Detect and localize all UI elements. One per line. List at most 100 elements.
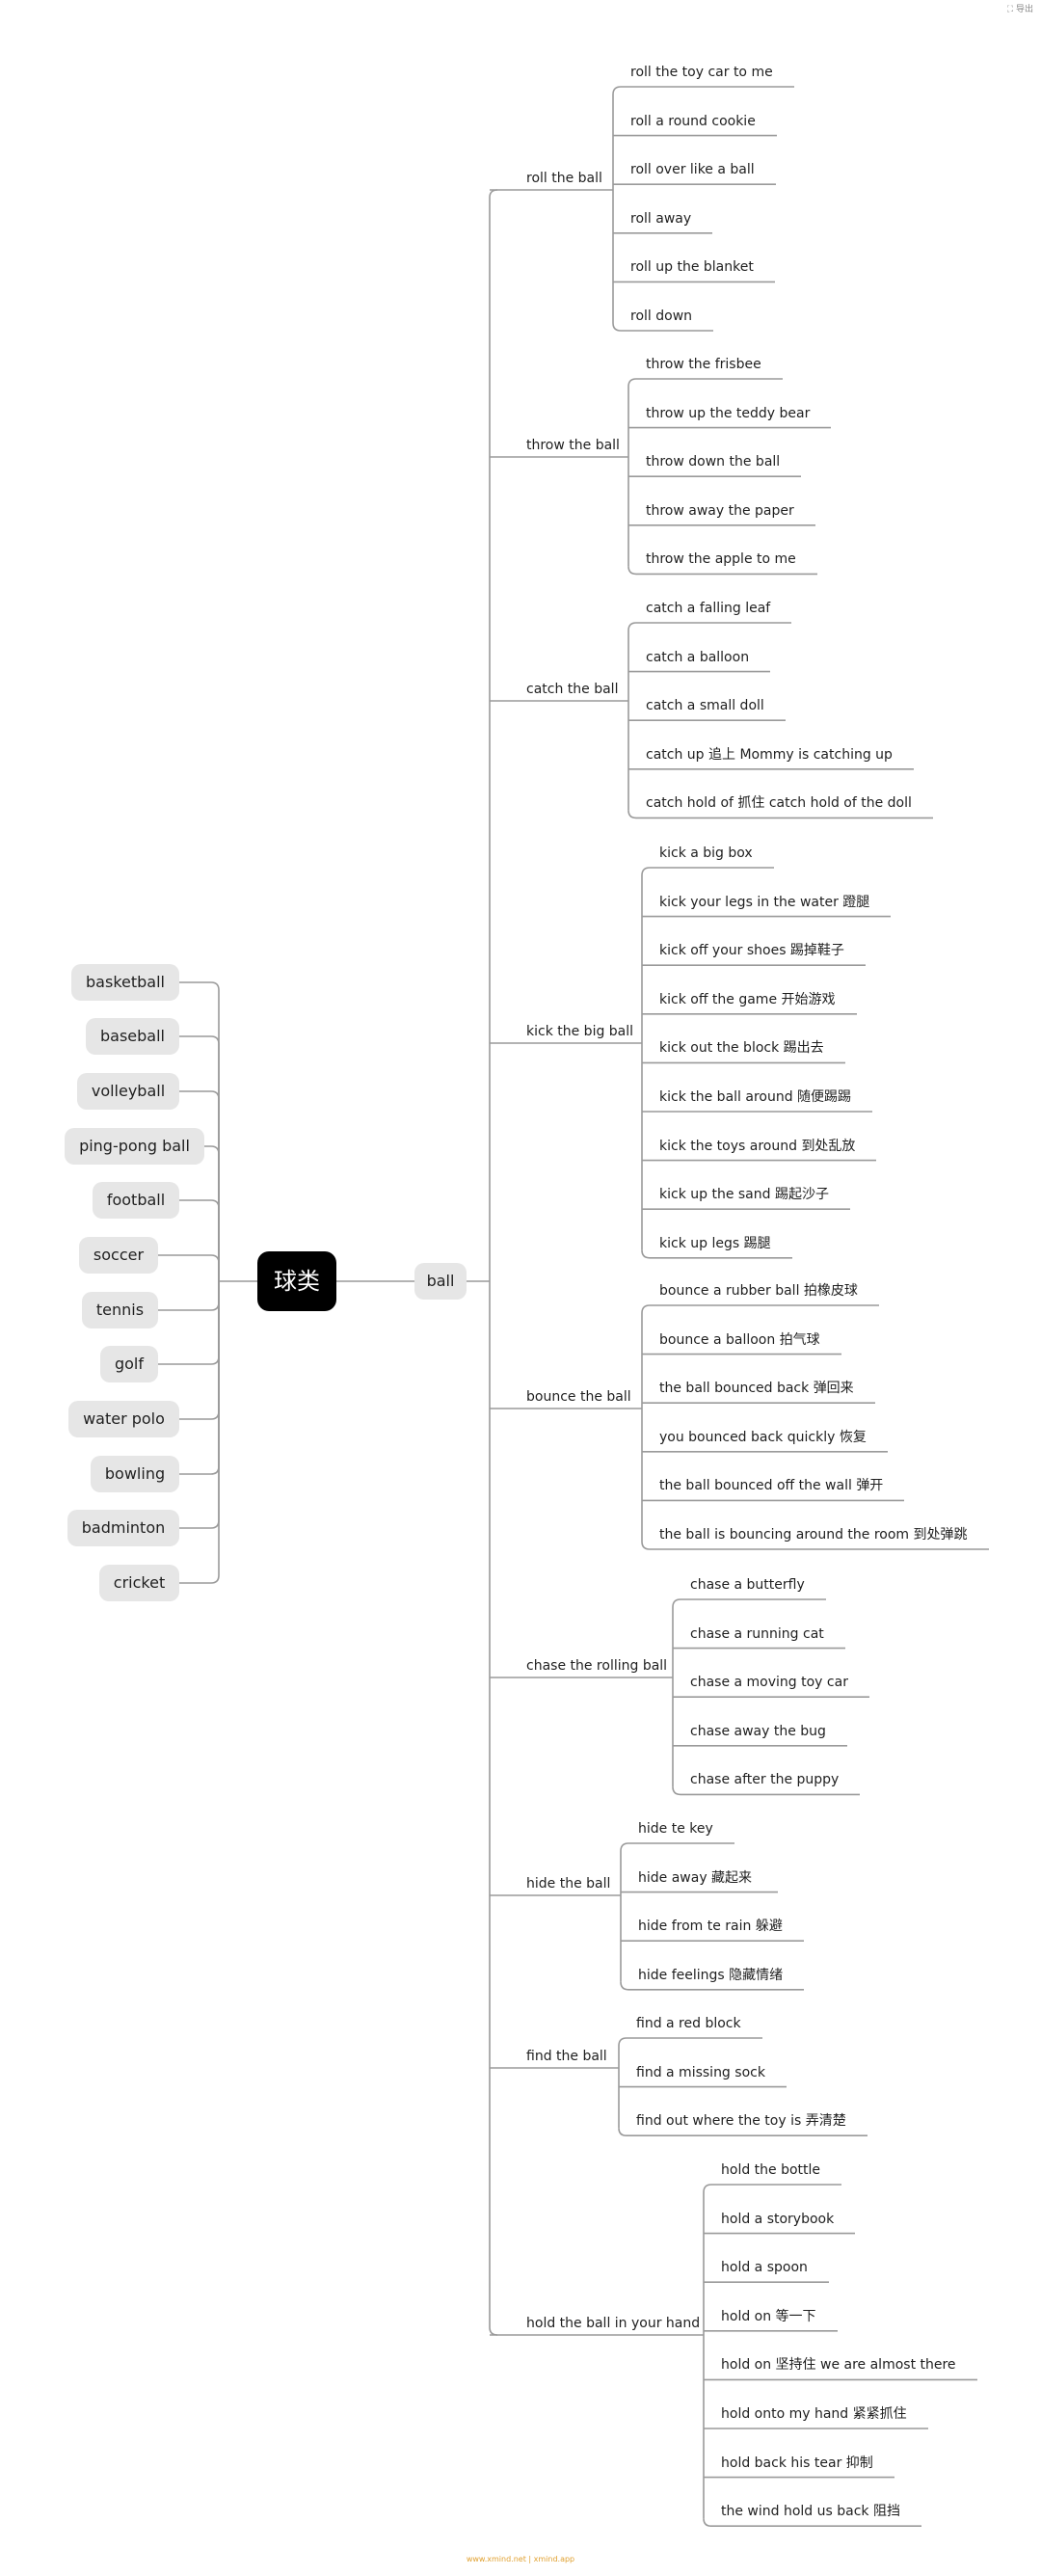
- leaf-label[interactable]: chase away the bug: [690, 1723, 826, 1739]
- branch-label[interactable]: roll the ball: [526, 171, 602, 186]
- leaf-label[interactable]: kick up legs 踢腿: [659, 1235, 771, 1251]
- left-item-link: [179, 1199, 220, 1281]
- leaf-label[interactable]: kick the toys around 到处乱放: [659, 1138, 856, 1154]
- leaf-label[interactable]: catch hold of 抓住 catch hold of the doll: [646, 795, 912, 812]
- leaf-label[interactable]: chase a butterfly: [690, 1577, 805, 1593]
- leaf-label[interactable]: roll away: [630, 210, 692, 227]
- left-item-link: [204, 1145, 220, 1281]
- left-item-pill[interactable]: ping-pong ball: [65, 1128, 204, 1165]
- left-item-pill[interactable]: baseball: [86, 1018, 179, 1055]
- leaf-label[interactable]: catch a small doll: [646, 698, 764, 714]
- branch-label[interactable]: hold the ball in your hand: [526, 2316, 701, 2331]
- leaf-label[interactable]: kick up the sand 踢起沙子: [659, 1187, 829, 1203]
- leaf-label[interactable]: find out where the toy is 弄清楚: [636, 2113, 846, 2130]
- leaf-label[interactable]: hide te key: [638, 1821, 713, 1837]
- leaf-label[interactable]: roll over like a ball: [630, 162, 755, 178]
- leaf-underline: [703, 2518, 921, 2527]
- center-topic[interactable]: ball: [414, 1263, 467, 1300]
- leaf-label[interactable]: throw up the teddy bear: [646, 405, 811, 421]
- leaf-label[interactable]: throw the frisbee: [646, 357, 761, 372]
- leaf-label[interactable]: kick your legs in the water 蹬腿: [659, 894, 870, 910]
- spine-link: [489, 189, 498, 2336]
- leaf-label[interactable]: hold back his tear 抑制: [721, 2455, 873, 2471]
- left-item-pill[interactable]: badminton: [67, 1510, 179, 1546]
- footer-watermark: www.xmind.net | xmind.app: [466, 2555, 575, 2563]
- leaf-label[interactable]: find a red block: [636, 2016, 741, 2031]
- left-item-link: [179, 1035, 220, 1281]
- leaf-label[interactable]: roll up the blanket: [630, 259, 754, 276]
- leaf-label[interactable]: bounce a balloon 拍气球: [659, 1331, 820, 1348]
- leaf-label[interactable]: you bounced back quickly 恢复: [659, 1429, 867, 1445]
- left-item-pill[interactable]: soccer: [79, 1237, 158, 1274]
- leaf-label[interactable]: kick out the block 踢出去: [659, 1040, 824, 1057]
- leaf-label[interactable]: catch a falling leaf: [646, 601, 771, 616]
- branch-label[interactable]: bounce the ball: [526, 1389, 631, 1405]
- leaf-label[interactable]: hide feelings 隐藏情绪: [638, 1967, 784, 1983]
- leaf-underline: [627, 622, 791, 631]
- leaf-label[interactable]: the wind hold us back 阻挡: [721, 2504, 900, 2520]
- leaf-label[interactable]: hold on 等一下: [721, 2308, 816, 2324]
- leaf-underline: [641, 1541, 989, 1550]
- leaf-label[interactable]: catch a balloon: [646, 649, 750, 665]
- leaf-underline: [703, 2184, 841, 2193]
- export-corner-mark[interactable]: ⛶ 导出: [1006, 5, 1033, 14]
- leaf-label[interactable]: hold on 坚持住 we are almost there: [721, 2357, 956, 2374]
- leaf-underline: [618, 2128, 868, 2136]
- leaf-label[interactable]: chase after the puppy: [690, 1772, 840, 1788]
- leaf-label[interactable]: bounce a rubber ball 拍橡皮球: [659, 1283, 858, 1299]
- leaf-label[interactable]: roll the toy car to me: [630, 65, 773, 80]
- left-item-link: [179, 1281, 220, 1420]
- leaf-label[interactable]: kick off your shoes 踢掉鞋子: [659, 943, 844, 959]
- leaf-label[interactable]: kick the ball around 随便踢踢: [659, 1089, 852, 1105]
- leaf-label[interactable]: hold a spoon: [721, 2260, 808, 2276]
- left-item-link: [158, 1254, 220, 1281]
- leaf-underline: [618, 2037, 762, 2047]
- leaf-label[interactable]: the ball bounced back 弹回来: [659, 1381, 854, 1397]
- branch-label[interactable]: catch the ball: [526, 682, 619, 697]
- leaf-label[interactable]: hold the bottle: [721, 2162, 821, 2178]
- leaf-underline: [641, 1304, 879, 1314]
- leaf-label[interactable]: catch up 追上 Mommy is catching up: [646, 746, 893, 763]
- leaf-label[interactable]: hide away 藏起来: [638, 1869, 753, 1886]
- left-item-link: [158, 1281, 220, 1311]
- left-item-pill[interactable]: volleyball: [77, 1073, 179, 1110]
- leaf-label[interactable]: chase a moving toy car: [690, 1675, 848, 1691]
- leaf-label[interactable]: throw away the paper: [646, 502, 794, 519]
- branch-label[interactable]: chase the rolling ball: [526, 1658, 668, 1674]
- left-item-pill[interactable]: basketball: [71, 964, 179, 1001]
- leaf-label[interactable]: find a missing sock: [636, 2064, 765, 2080]
- root-topic[interactable]: 球类: [257, 1251, 336, 1311]
- leaf-label[interactable]: roll a round cookie: [630, 113, 756, 129]
- leaf-label[interactable]: kick a big box: [659, 845, 753, 861]
- branch-label[interactable]: kick the big ball: [526, 1024, 634, 1039]
- left-item-pill[interactable]: water polo: [68, 1401, 179, 1437]
- left-item-link: [179, 981, 220, 1281]
- leaf-underline: [672, 1598, 826, 1608]
- leaf-underline: [612, 86, 794, 95]
- leaf-underline: [627, 566, 817, 576]
- leaf-label[interactable]: hold onto my hand 紧紧抓住: [721, 2406, 907, 2422]
- leaf-label[interactable]: chase a running cat: [690, 1625, 824, 1642]
- left-item-pill[interactable]: golf: [100, 1346, 158, 1382]
- leaf-label[interactable]: the ball bounced off the wall 弹开: [659, 1478, 884, 1494]
- left-item-pill[interactable]: tennis: [82, 1292, 158, 1328]
- left-item-pill[interactable]: bowling: [91, 1456, 179, 1492]
- leaf-label[interactable]: throw the apple to me: [646, 551, 796, 568]
- left-item-pill[interactable]: cricket: [99, 1565, 179, 1601]
- leaf-label[interactable]: hold a storybook: [721, 2211, 835, 2227]
- leaf-underline: [627, 378, 783, 388]
- leaf-label[interactable]: the ball is bouncing around the room 到处弹…: [659, 1527, 968, 1543]
- leaf-underline: [612, 322, 713, 332]
- leaf-label[interactable]: hide from te rain 躲避: [638, 1919, 783, 1935]
- leaf-label[interactable]: throw down the ball: [646, 454, 781, 470]
- leaf-label[interactable]: roll down: [630, 309, 693, 324]
- left-item-pill[interactable]: football: [93, 1182, 179, 1219]
- leaf-label[interactable]: kick off the game 开始游戏: [659, 991, 836, 1007]
- branch-label[interactable]: find the ball: [526, 2049, 607, 2064]
- left-item-link: [179, 1281, 220, 1529]
- leaf-underline: [641, 867, 774, 876]
- leaf-underline: [641, 1249, 792, 1259]
- branch-label[interactable]: throw the ball: [526, 438, 620, 453]
- branch-label[interactable]: hide the ball: [526, 1876, 611, 1892]
